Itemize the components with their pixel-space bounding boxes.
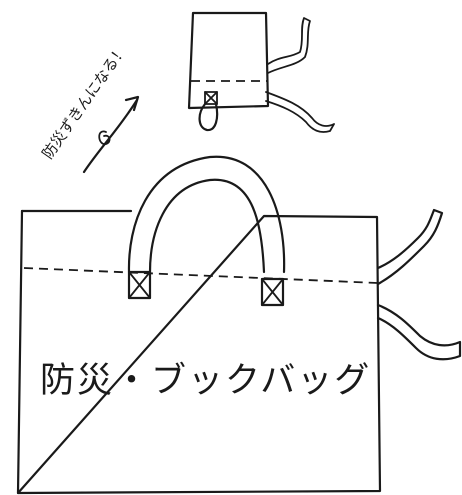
left-stitch-box xyxy=(127,270,152,300)
note-arrow-shaft xyxy=(82,98,139,174)
bag-handle-inner xyxy=(148,178,266,274)
note-annotation: 防災ずきんになる！ xyxy=(39,41,140,174)
bag-handle-outer xyxy=(127,155,286,274)
right-stitch-box xyxy=(260,277,285,307)
folded-bag-stitch-box xyxy=(204,91,218,105)
large-bag-illustration: 防災・ブックバッグ xyxy=(16,155,462,495)
folded-bag-illustration xyxy=(187,11,335,133)
folded-bag-body xyxy=(187,11,270,110)
bag-ribbon-upper xyxy=(376,208,444,286)
folded-bag-stitch-cross xyxy=(204,91,218,105)
bag-ribbon-lower xyxy=(376,303,462,361)
folded-bag-ribbon-lower xyxy=(265,91,335,133)
folded-bag-ribbon-upper xyxy=(267,17,311,74)
bag-body-left-edge xyxy=(16,209,24,495)
note-swirl xyxy=(98,130,111,145)
folded-bag-loop xyxy=(198,102,219,132)
note-text: 防災ずきんになる！ xyxy=(39,41,131,162)
bag-fold-line xyxy=(23,267,379,284)
bag-body xyxy=(16,209,382,495)
bag-title-label: 防災・ブックバッグ xyxy=(40,361,371,401)
note-arrow-head xyxy=(124,95,140,112)
